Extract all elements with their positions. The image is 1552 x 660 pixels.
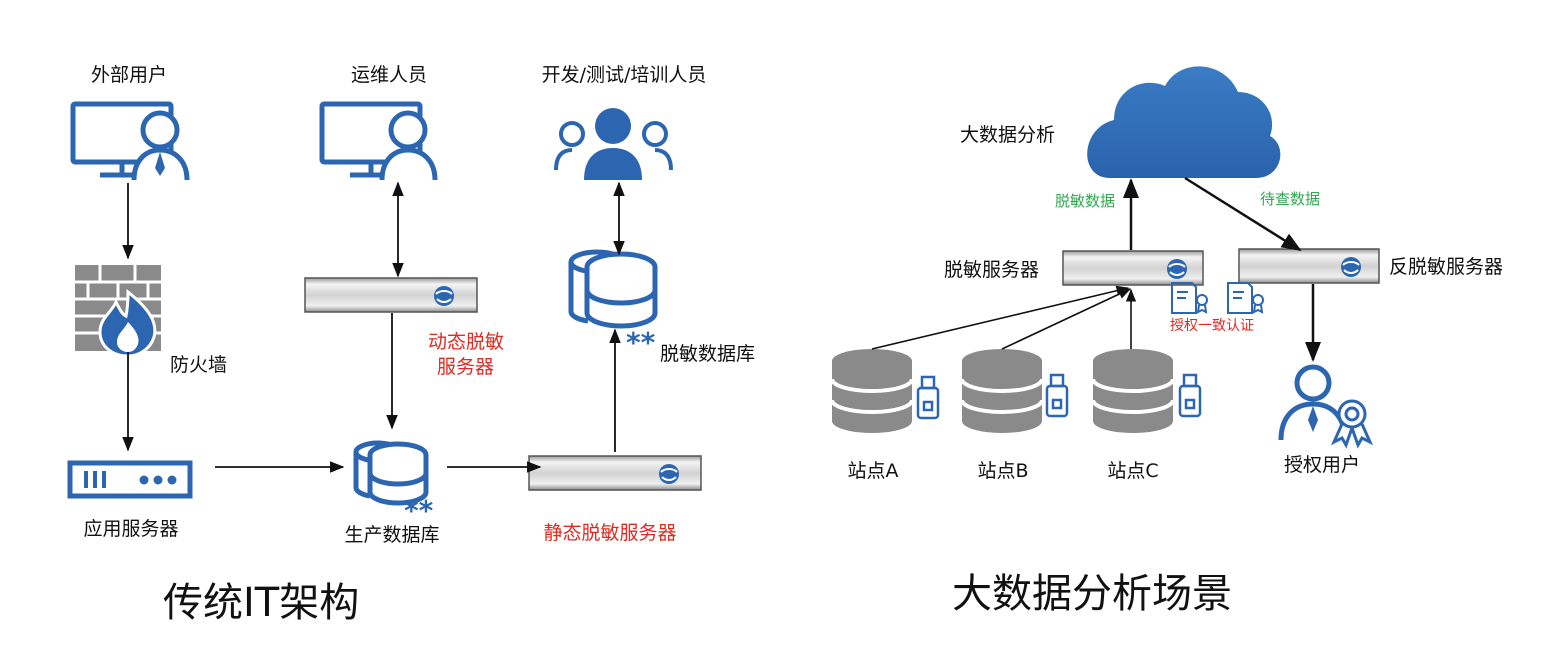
firewall-label: 防火墙 xyxy=(170,354,228,376)
masking-server-label: 脱敏服务器 xyxy=(944,259,1040,281)
tie-shape xyxy=(1308,406,1318,432)
unmasking-server-label: 反脱敏服务器 xyxy=(1389,256,1504,278)
ops-staff-icon xyxy=(319,101,438,181)
usb-key-icon xyxy=(916,375,940,420)
masked-db-icon xyxy=(568,249,658,329)
certificate-icon xyxy=(1171,282,1208,314)
award-badge-icon xyxy=(1330,399,1374,449)
pending-query-edge-label: 待查数据 xyxy=(1260,190,1321,208)
dynamic-masking-label: 动态脱敏 服务器 xyxy=(428,333,504,377)
ops-staff-label: 运维人员 xyxy=(350,64,428,86)
site-c-label: 站点C xyxy=(1107,460,1159,482)
dynamic-masking-label-line1: 动态脱敏 xyxy=(428,331,505,353)
static-masking-server-icon xyxy=(528,455,702,491)
masked-db-label: 脱敏数据库 xyxy=(660,343,756,365)
asterisk-mark: ** xyxy=(626,326,656,359)
certificate-icon xyxy=(1227,282,1264,314)
production-db-icon xyxy=(353,440,429,506)
prod-db-label: 生产数据库 xyxy=(344,524,440,546)
site-b-db-icon xyxy=(960,349,1044,433)
edge-siteB-masking xyxy=(1001,288,1132,350)
usb-key-icon xyxy=(1178,373,1202,418)
dev-staff-icon xyxy=(554,108,673,180)
app-server-label: 应用服务器 xyxy=(83,518,179,540)
site-b-label: 站点B xyxy=(977,460,1029,482)
usb-key-icon xyxy=(1045,373,1069,418)
site-a-label: 站点A xyxy=(847,460,899,482)
firewall-icon xyxy=(75,265,161,358)
site-a-db-icon xyxy=(830,349,914,433)
left-caption: 传统IT架构 xyxy=(163,580,360,626)
dynamic-masking-label-line2: 服务器 xyxy=(437,356,495,378)
site-c-db-icon xyxy=(1091,349,1175,433)
dev-staff-label: 开发/测试/培训人员 xyxy=(541,64,707,86)
external-user-icon xyxy=(70,101,190,181)
external-user-label: 外部用户 xyxy=(90,64,168,86)
bigdata-label: 大数据分析 xyxy=(960,124,1056,146)
masking-server-icon xyxy=(1062,250,1204,286)
app-server-icon xyxy=(67,460,193,499)
cloud-icon xyxy=(1087,66,1281,178)
authorized-user-label: 授权用户 xyxy=(1283,454,1361,476)
edge-bigdata-unmasking xyxy=(1184,176,1302,252)
masked-data-edge-label: 脱敏数据 xyxy=(1055,192,1116,210)
asterisk-mark: ** xyxy=(404,494,434,527)
auth-check-label: 授权一致认证 xyxy=(1170,318,1254,334)
unmasking-server-icon xyxy=(1238,248,1380,284)
dynamic-masking-server-icon xyxy=(304,277,478,313)
right-caption: 大数据分析场景 xyxy=(952,571,1232,617)
edge-siteA-masking xyxy=(871,285,1130,350)
static-masking-label: 静态脱敏服务器 xyxy=(543,522,677,544)
